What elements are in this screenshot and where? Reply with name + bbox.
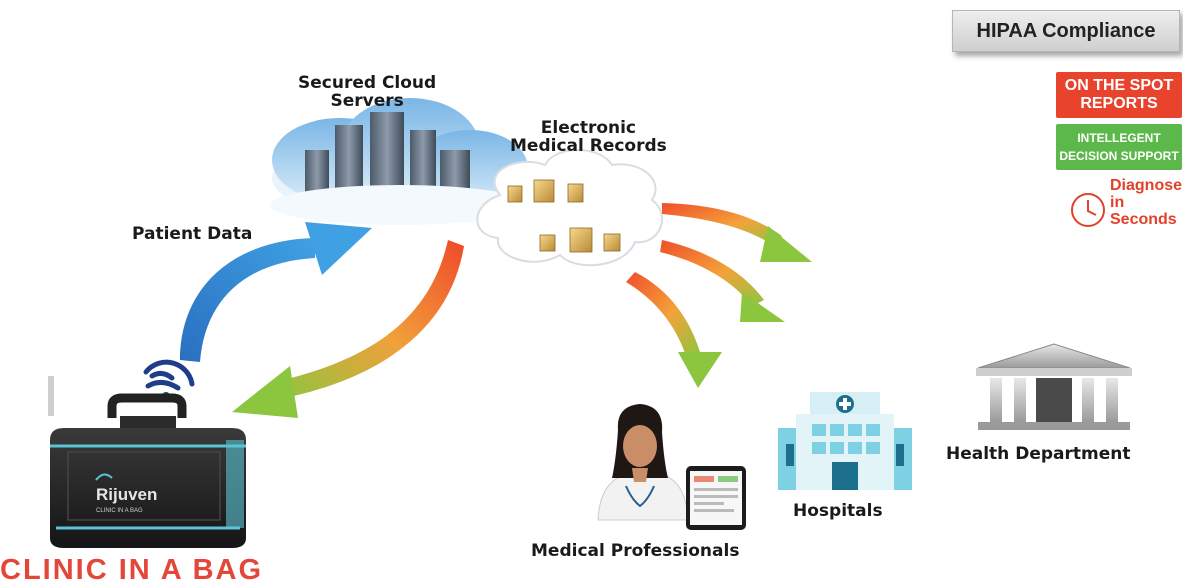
hospital-icon (778, 392, 912, 490)
arrow-to-hospitals (660, 240, 785, 322)
cloud-servers-label: Secured Cloud Servers (298, 73, 437, 111)
arrow-to-medical-professionals (626, 272, 722, 388)
medical-professionals-label: Medical Professionals (531, 541, 740, 561)
hospitals-label: Hospitals (793, 501, 883, 521)
patient-data-label: Patient Data (132, 224, 253, 244)
patient-data-arrow (180, 222, 372, 362)
bag-brand-name: Rijuven (96, 485, 157, 504)
medical-professional-image (597, 404, 689, 521)
tablet-icon (686, 466, 746, 530)
on-the-spot-reports-text: ON THE SPOT REPORTS (1064, 76, 1174, 112)
clock-icon (1071, 193, 1105, 227)
clinic-bag-image: Rijuven CLINIC IN A BAG (48, 376, 246, 548)
emr-label: Electronic Medical Records (510, 118, 667, 156)
diagnose-in-seconds-label: Diagnose in Seconds (1110, 177, 1183, 228)
health-department-icon (976, 343, 1132, 430)
hipaa-compliance-badge: HIPAA Compliance (952, 10, 1180, 52)
cloud-servers-icon (270, 98, 530, 225)
return-data-arrow (232, 240, 464, 418)
on-the-spot-reports-badge: ON THE SPOT REPORTS (1056, 72, 1182, 118)
clinic-in-a-bag-title: CLINIC IN A BAG (0, 554, 264, 586)
arrow-to-health-department (662, 203, 812, 262)
decision-support-text: INTELLEGENT DECISION SUPPORT (1059, 131, 1179, 163)
health-department-label: Health Department (946, 444, 1131, 464)
records-icon (507, 179, 621, 253)
diagnose-text: Diagnose in Seconds (1110, 177, 1183, 228)
bag-brand-tagline: CLINIC IN A BAG (96, 508, 143, 514)
decision-support-badge: INTELLEGENT DECISION SUPPORT (1056, 124, 1182, 170)
